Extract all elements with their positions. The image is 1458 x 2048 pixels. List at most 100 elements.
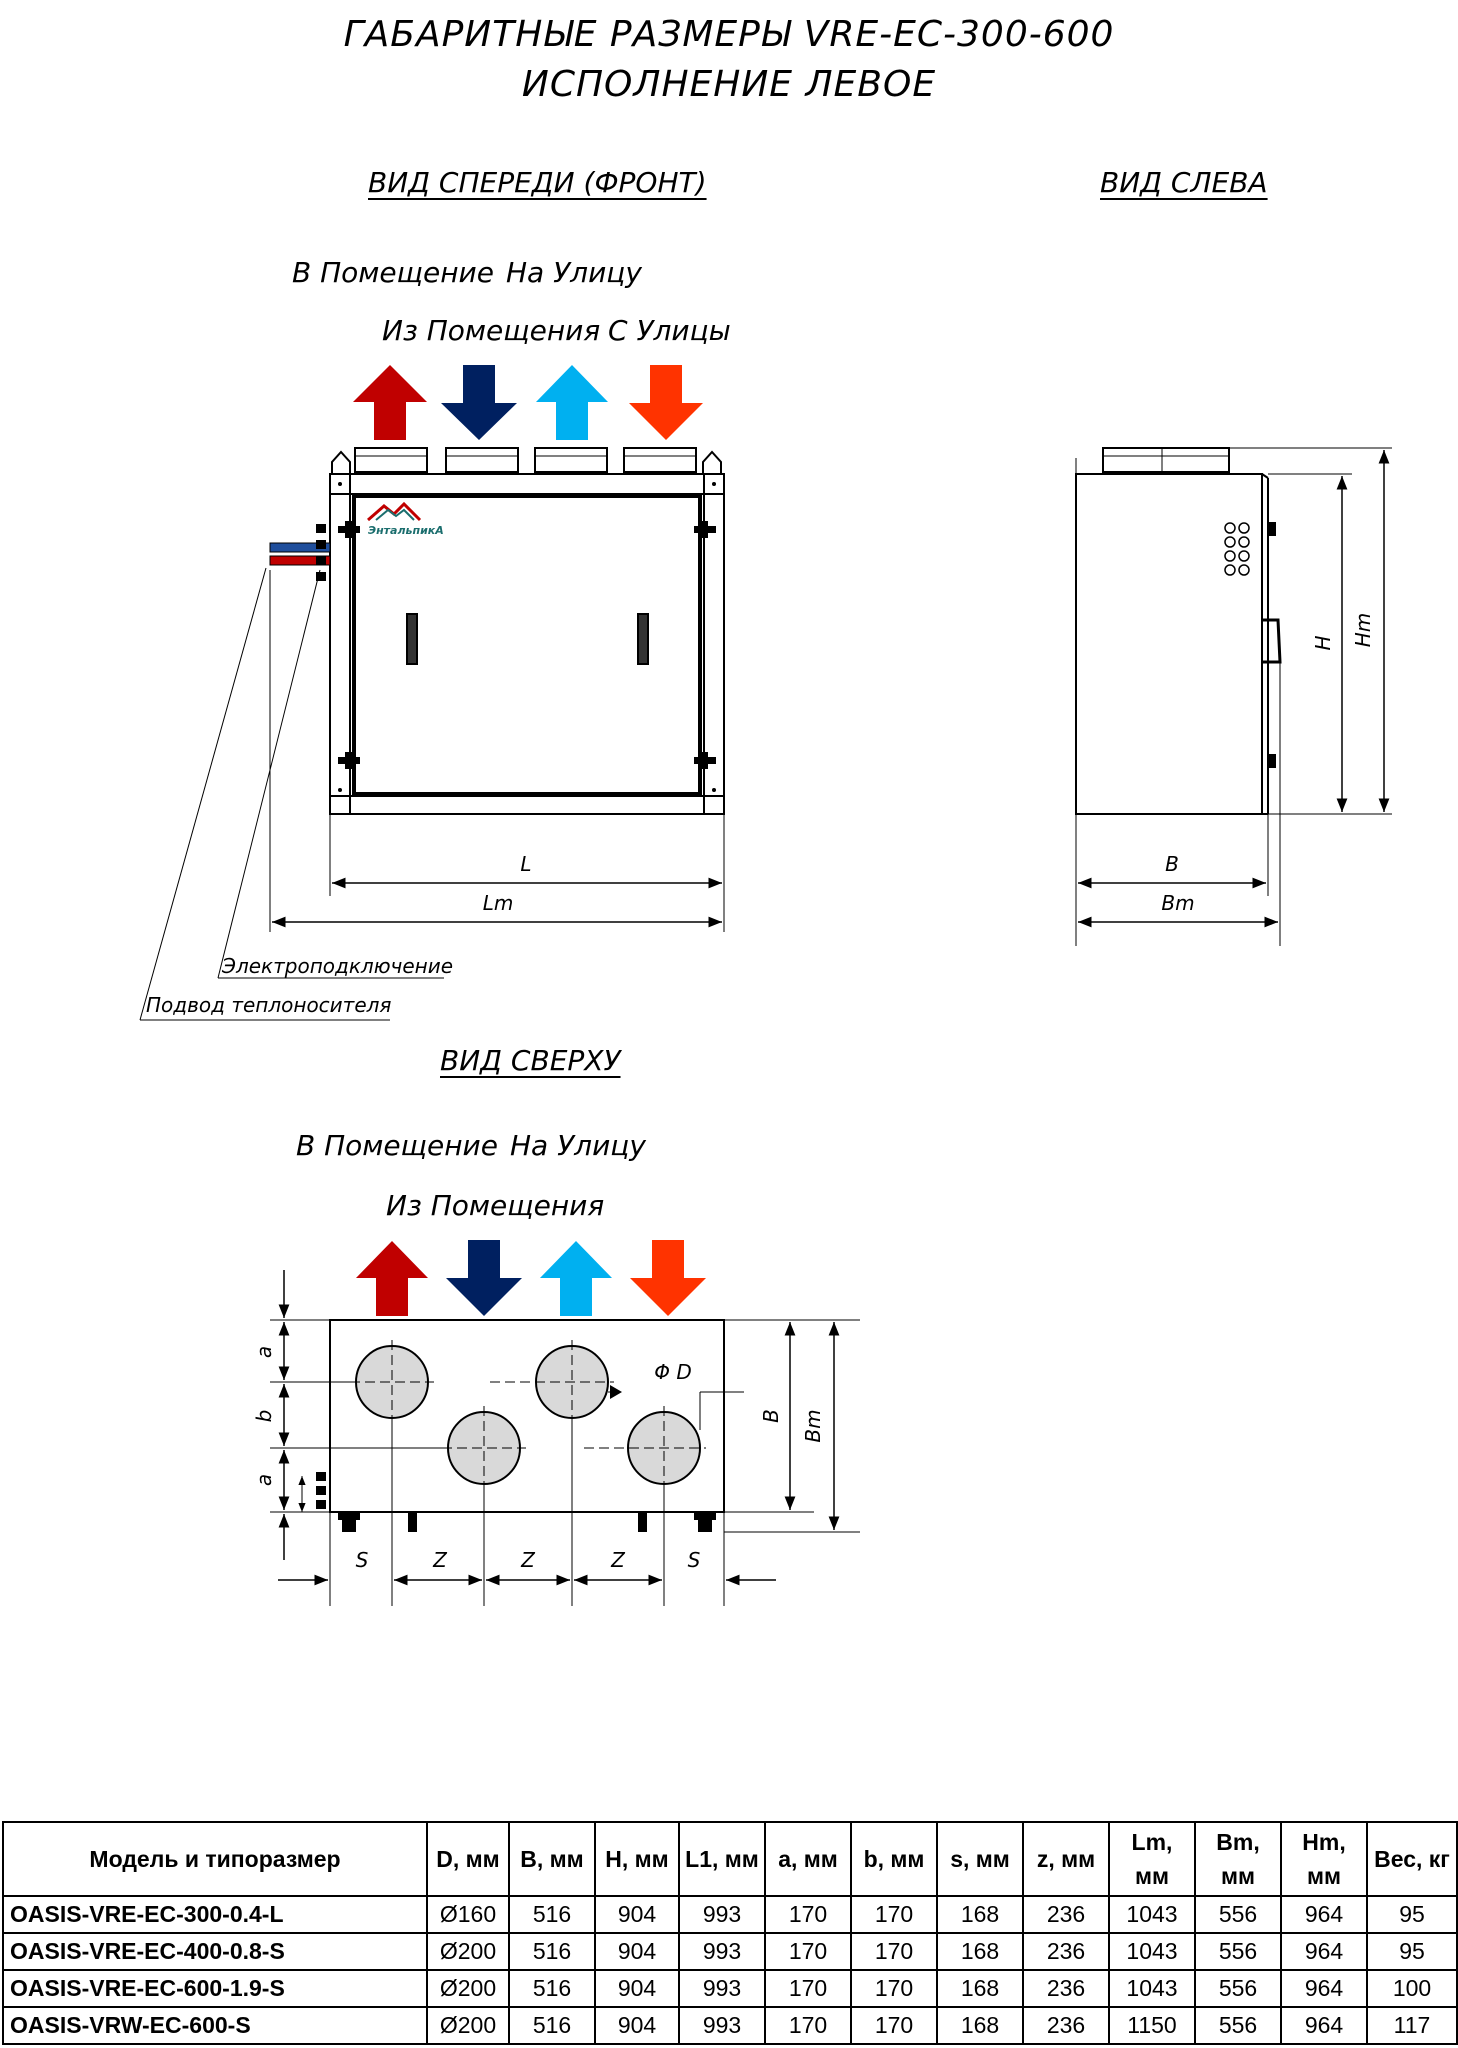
table-cell: 904 bbox=[594, 1969, 680, 2008]
top-arrow-exhaust-down bbox=[630, 1240, 706, 1316]
front-label-exhaust: На Улицу bbox=[506, 256, 642, 289]
callout-power: Электроподключение bbox=[221, 954, 453, 978]
front-view: ЭнтальпикА bbox=[139, 447, 725, 1021]
dim-label-side-Bm: Bm bbox=[1161, 891, 1194, 915]
dim-label-Lm: Lm bbox=[483, 891, 514, 915]
callout-coolant: Подвод теплоносителя bbox=[146, 993, 391, 1017]
table-cell: 170 bbox=[850, 2006, 938, 2045]
dim-label-Hm: Hm bbox=[1351, 613, 1375, 648]
table-cell: 170 bbox=[850, 1895, 938, 1934]
top-label-exhaust: На Улицу bbox=[510, 1129, 646, 1162]
front-spigot-3 bbox=[534, 447, 608, 473]
table-cell: 236 bbox=[1022, 2006, 1110, 2045]
front-arrows bbox=[353, 365, 703, 440]
top-arrow-outdoor-up bbox=[540, 1241, 612, 1316]
table-cell: 95 bbox=[1366, 1932, 1458, 1971]
page-title-line1: ГАБАРИТНЫЕ РАЗМЕРЫ VRE-EC-300-600 bbox=[343, 14, 1115, 55]
table-header: Модель и типоразмер bbox=[2, 1821, 428, 1897]
arrow-supply-up bbox=[353, 365, 427, 440]
front-spigot-1 bbox=[354, 447, 428, 473]
table-cell: 170 bbox=[764, 1932, 852, 1971]
table-header: D, мм bbox=[426, 1821, 510, 1897]
dim-label-z3: Z bbox=[610, 1548, 626, 1572]
table-cell: 95 bbox=[1366, 1895, 1458, 1934]
dim-label-S-left: S bbox=[356, 1548, 369, 1572]
coolant-pipe-blue bbox=[269, 542, 331, 553]
table-cell: 236 bbox=[1022, 1969, 1110, 2008]
table-cell: 100 bbox=[1366, 1969, 1458, 2008]
table-cell: 556 bbox=[1194, 2006, 1282, 2045]
page-title-line2: ИСПОЛНЕНИЕ ЛЕВОЕ bbox=[521, 64, 937, 105]
table-cell: 964 bbox=[1280, 1932, 1368, 1971]
dim-label-D: Φ D bbox=[654, 1360, 692, 1384]
top-arrows bbox=[356, 1240, 706, 1316]
table-cell: 170 bbox=[850, 1969, 938, 2008]
table-cell: 993 bbox=[678, 1895, 766, 1934]
dim-label-a2: a bbox=[252, 1474, 276, 1486]
table-header: s, мм bbox=[936, 1821, 1024, 1897]
table-header: b, мм bbox=[850, 1821, 938, 1897]
front-label-supply: В Помещение bbox=[292, 256, 494, 289]
table-cell: 964 bbox=[1280, 1969, 1368, 2008]
table-cell-model: OASIS-VRE-EC-300-0.4-L bbox=[2, 1895, 428, 1934]
coolant-pipe-red bbox=[269, 555, 331, 566]
table-cell: 168 bbox=[936, 1895, 1024, 1934]
dim-label-z1: Z bbox=[432, 1548, 448, 1572]
top-view-caption: ВИД СВЕРХУ bbox=[440, 1044, 621, 1077]
table-header: Вес, кг bbox=[1366, 1821, 1458, 1897]
front-spigot-4 bbox=[623, 447, 697, 473]
table-header: a, мм bbox=[764, 1821, 852, 1897]
table-cell: 170 bbox=[764, 1969, 852, 2008]
table-cell: 993 bbox=[678, 1932, 766, 1971]
table-cell: 964 bbox=[1280, 1895, 1368, 1934]
front-label-extract: Из Помещения bbox=[382, 314, 601, 347]
entalpika-logo: ЭнтальпикА bbox=[367, 501, 444, 537]
table-header-row: Модель и типоразмер D, мм B, мм H, мм L1… bbox=[2, 1821, 1458, 1897]
table-cell: 117 bbox=[1366, 2006, 1458, 2045]
table-cell: 516 bbox=[508, 1895, 596, 1934]
door-handle-right bbox=[637, 613, 649, 665]
table-cell: 993 bbox=[678, 2006, 766, 2045]
table-header: L1, мм bbox=[678, 1821, 766, 1897]
front-label-outdoor: С Улицы bbox=[608, 314, 731, 347]
table-cell: Ø160 bbox=[426, 1895, 510, 1934]
table-cell: 170 bbox=[764, 1895, 852, 1934]
table-cell: 236 bbox=[1022, 1932, 1110, 1971]
table-row: OASIS-VRE-EC-300-0.4-L Ø160 516 904 993 … bbox=[2, 1895, 1458, 1934]
table-cell: 516 bbox=[508, 1932, 596, 1971]
table-cell: 236 bbox=[1022, 1895, 1110, 1934]
table-cell: 556 bbox=[1194, 1895, 1282, 1934]
dim-label-z2: Z bbox=[520, 1548, 536, 1572]
technical-drawing: ЭнтальпикА L Lm Электроподключение Подво… bbox=[139, 365, 1392, 1606]
dim-label-top-B: B bbox=[759, 1409, 783, 1423]
table-cell: 168 bbox=[936, 1969, 1024, 2008]
table-header: B, мм bbox=[508, 1821, 596, 1897]
front-door bbox=[352, 494, 702, 796]
table-header: H, мм bbox=[594, 1821, 680, 1897]
table-row: OASIS-VRW-EC-600-S Ø200 516 904 993 170 … bbox=[2, 2006, 1458, 2045]
svg-text:ЭнтальпикА: ЭнтальпикА bbox=[368, 524, 444, 537]
front-spigot-2 bbox=[445, 447, 519, 473]
arrow-exhaust-down bbox=[629, 365, 703, 440]
dim-label-L: L bbox=[520, 852, 531, 876]
connector-panel bbox=[1224, 522, 1250, 576]
top-label-supply: В Помещение bbox=[296, 1129, 498, 1162]
dim-label-b: b bbox=[252, 1410, 276, 1423]
side-view-caption: ВИД СЛЕВА bbox=[1100, 166, 1268, 199]
front-view-caption: ВИД СПЕРЕДИ (ФРОНТ) bbox=[368, 166, 707, 199]
table-cell: 168 bbox=[936, 2006, 1024, 2045]
dim-label-a1: a bbox=[252, 1346, 276, 1358]
side-spigots bbox=[1102, 447, 1230, 473]
table-cell: 904 bbox=[594, 1932, 680, 1971]
top-view bbox=[270, 1270, 860, 1606]
table-cell: Ø200 bbox=[426, 1969, 510, 2008]
table-cell: 904 bbox=[594, 1895, 680, 1934]
lifting-lug-left bbox=[331, 450, 351, 474]
table-cell: 1043 bbox=[1108, 1895, 1196, 1934]
table-cell: 1043 bbox=[1108, 1932, 1196, 1971]
table-cell: 964 bbox=[1280, 2006, 1368, 2045]
door-handle-left bbox=[406, 613, 418, 665]
table-header: z, мм bbox=[1022, 1821, 1110, 1897]
table-cell: 516 bbox=[508, 2006, 596, 2045]
dim-label-side-B: B bbox=[1165, 852, 1179, 876]
